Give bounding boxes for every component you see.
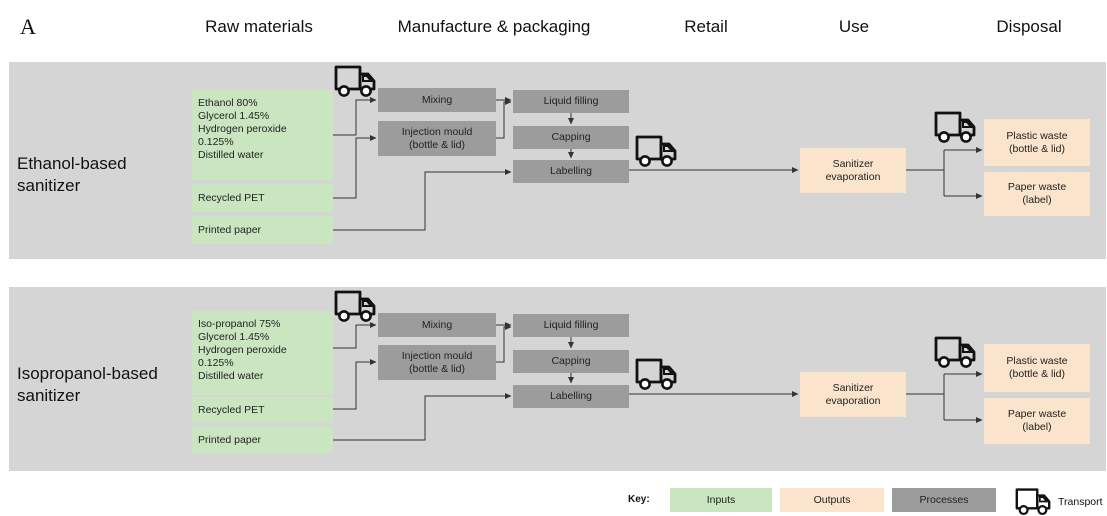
process-capping: Capping	[513, 350, 629, 373]
key-title: Key:	[628, 494, 650, 505]
process-capping: Capping	[513, 126, 629, 149]
process-mixing: Mixing	[378, 88, 496, 112]
input-chemicals: Ethanol 80%Glycerol 1.45%Hydrogen peroxi…	[192, 90, 333, 180]
key-transport: Transport	[1058, 496, 1103, 508]
stage-disposal: Disposal	[996, 17, 1062, 36]
key-outputs: Outputs	[780, 488, 884, 512]
process-injection-mould: Injection mould(bottle & lid)	[378, 345, 496, 380]
process-liquid-filling: Liquid filling	[513, 90, 629, 113]
process-liquid-filling: Liquid filling	[513, 314, 629, 337]
key-inputs: Inputs	[670, 488, 772, 512]
stage-use: Use	[838, 17, 870, 36]
stage-manufacture-packaging: Manufacture & packaging	[397, 17, 591, 36]
process-injection-mould: Injection mould(bottle & lid)	[378, 121, 496, 156]
process-labelling: Labelling	[513, 160, 629, 183]
process-mixing: Mixing	[378, 313, 496, 337]
truck-icon	[1014, 487, 1052, 516]
input-chemicals: Iso-propanol 75%Glycerol 1.45%Hydrogen p…	[192, 311, 333, 395]
process-labelling: Labelling	[513, 385, 629, 408]
key-processes: Processes	[892, 488, 996, 512]
stage-raw-materials: Raw materials	[205, 17, 313, 36]
output-plastic-waste: Plastic waste(bottle & lid)	[984, 119, 1090, 166]
panel-letter: A	[20, 14, 36, 39]
stage-retail: Retail	[684, 17, 728, 36]
output-paper-waste: Paper waste(label)	[984, 172, 1090, 216]
output-paper-waste: Paper waste(label)	[984, 398, 1090, 444]
output-plastic-waste: Plastic waste(bottle & lid)	[984, 344, 1090, 392]
input-recycled-pet: Recycled PET	[192, 397, 333, 423]
input-printed-paper: Printed paper	[192, 427, 333, 453]
input-printed-paper: Printed paper	[192, 216, 333, 244]
input-recycled-pet: Recycled PET	[192, 184, 333, 212]
